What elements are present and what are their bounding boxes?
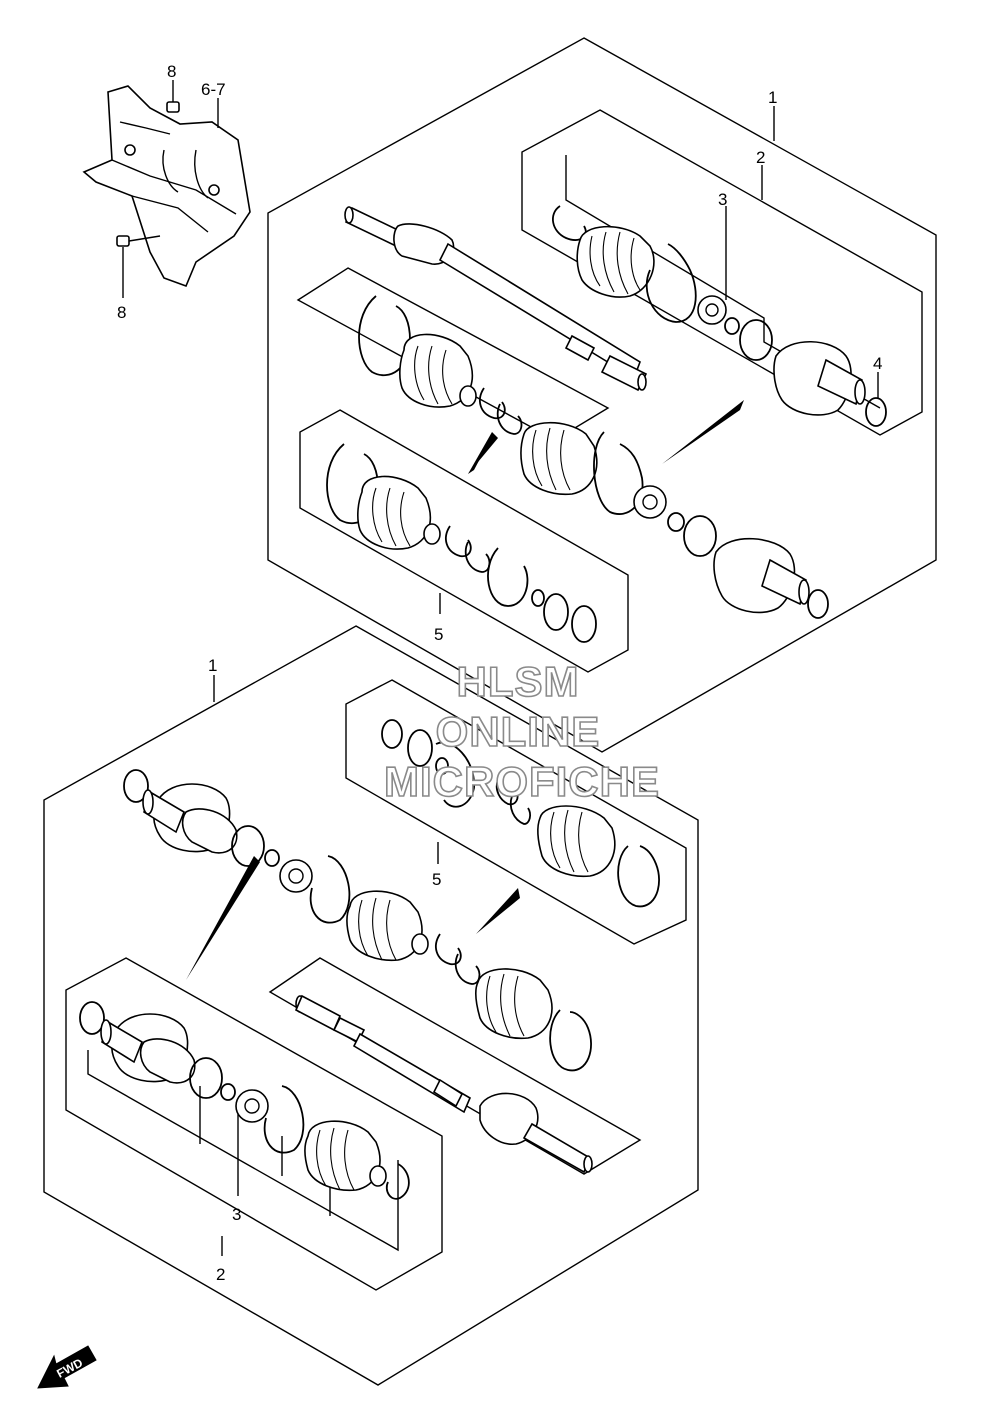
callout-upper-shaft: 1 [768,88,777,107]
lower-boot-kit-frame-b [268,957,642,1175]
callout-upper-boot-kit: 5 [434,625,443,644]
fwd-direction-badge: FWD [37,1345,97,1389]
upper-outer-joint-group [552,205,887,427]
bracket-bolt-top [166,92,180,113]
watermark-line-3: MICROFICHE [384,758,660,805]
watermark-line-2: ONLINE [436,708,601,755]
lower-assembly-frame [43,625,699,1386]
callout-bracket-bolt-top: 8 [167,62,176,81]
callout-upper-joint-kit: 3 [718,190,727,209]
callout-lower-boot-kit: 5 [432,870,441,889]
callout-lower-joint-kit: 3 [232,1205,241,1224]
upper-boot-kit-parts [326,443,597,643]
lower-joint-set-frame [65,957,443,1291]
upper-assembly-frame [267,37,937,753]
lower-pointer-left [186,856,260,980]
lower-pointer-right [476,888,520,934]
callout-upper-circlip: 4 [873,354,882,373]
watermark-line-1: HLSM [457,658,580,705]
bracket-bolt-bottom [116,235,161,247]
callout-upper-joint-set: 2 [756,148,765,167]
callout-lower-joint-set: 2 [216,1265,225,1284]
bracket-assembly [82,80,251,298]
upper-inner-joint-group [358,295,829,619]
lower-inner-joint-group [79,1001,410,1200]
callout-bracket: 6-7 [201,80,226,99]
lower-boot-kit-frame-a [345,679,687,945]
callout-lower-shaft: 1 [208,656,217,675]
upper-drive-shaft [344,206,648,392]
upper-boot-kit-frame-b [299,409,629,673]
lower-joint-kit-bracket [87,1050,399,1252]
lower-drive-shaft [294,994,593,1174]
callout-bracket-bolt-bottom: 8 [117,303,126,322]
lower-boot-kit-parts [381,719,660,908]
lower-outer-joint-group [123,769,592,1072]
upper-joint-set-frame [521,109,923,436]
